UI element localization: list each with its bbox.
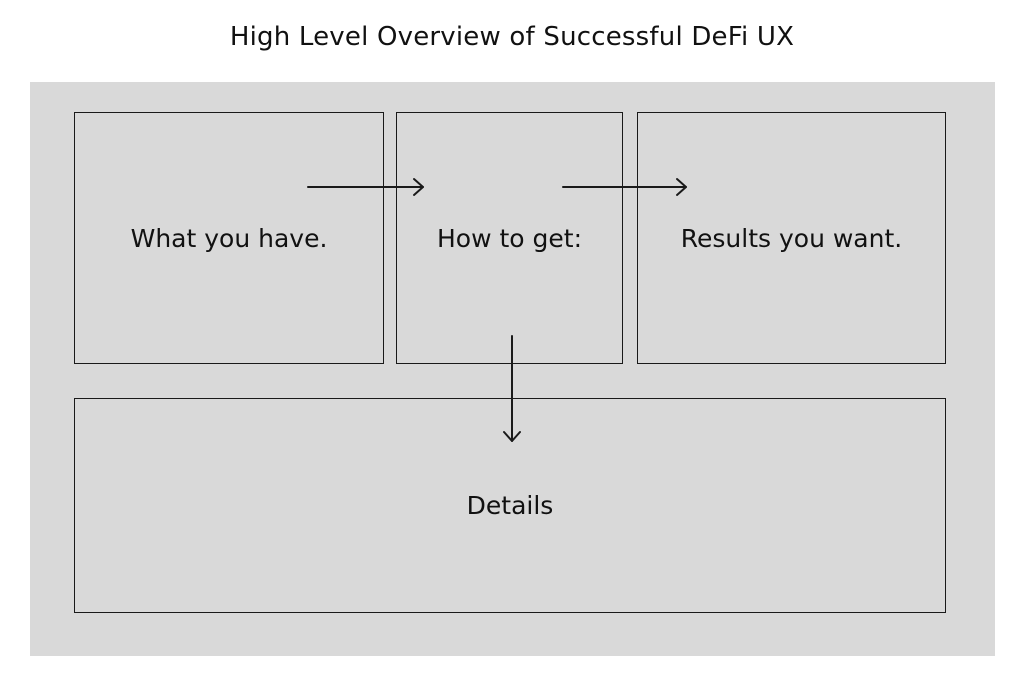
diagram-title: High Level Overview of Successful DeFi U… (229, 22, 795, 52)
box-details-label: Details (466, 491, 554, 520)
box-details: Details (74, 398, 946, 613)
box-results-you-want: Results you want. (637, 112, 946, 364)
box-results-you-want-label: Results you want. (680, 223, 903, 253)
box-how-to-get-label: How to get: (436, 223, 582, 253)
box-how-to-get: How to get: (396, 112, 623, 364)
box-what-you-have: What you have. (74, 112, 384, 364)
box-what-you-have-label: What you have. (130, 223, 328, 253)
